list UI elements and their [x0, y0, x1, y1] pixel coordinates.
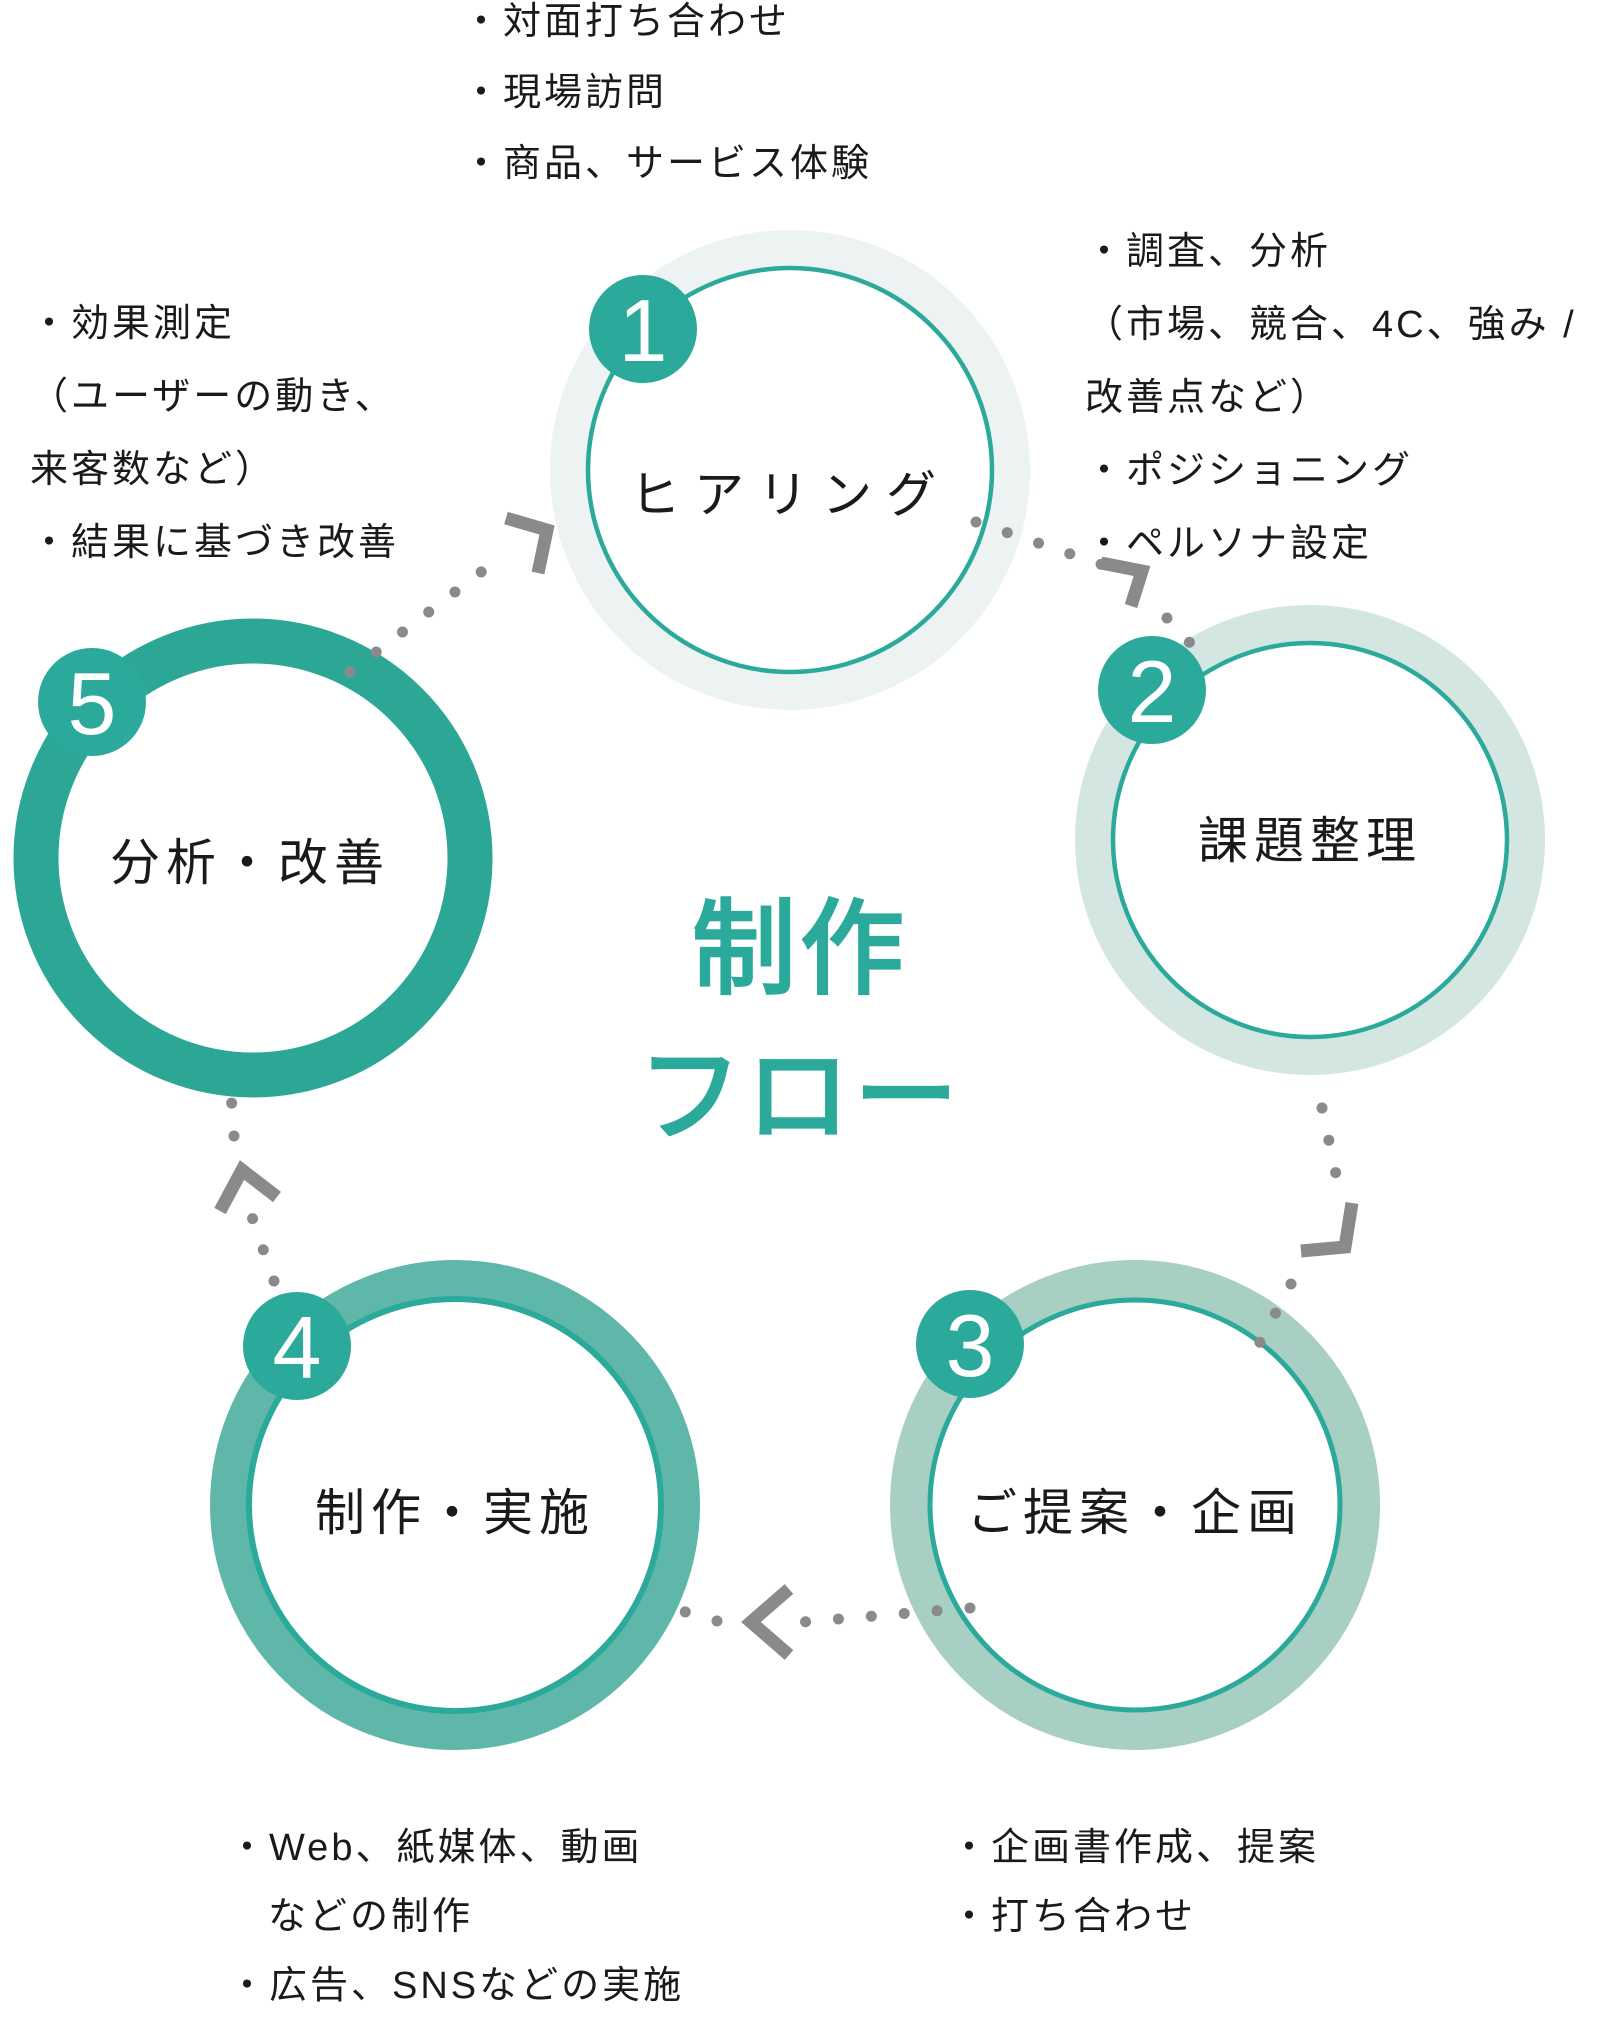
step-2-notes: ・調査、分析 （市場、競合、4C、強み / 改善点など） ・ポジショニング ・ペ…	[1085, 231, 1577, 565]
step-2-badge-circle	[1098, 636, 1206, 744]
step-2-badge: 2	[1098, 636, 1206, 744]
chevron-arrowhead-icon	[1300, 1201, 1359, 1258]
step-4-note-line-2: などの制作	[268, 1896, 473, 1938]
step-4-label: 制作・実施	[315, 1485, 595, 1541]
step-2-label: 課題整理	[1198, 813, 1422, 869]
step-4-badge: 4	[243, 1292, 351, 1400]
step-5-note-line-2: （ユーザーの動き、	[30, 376, 396, 418]
step-5-badge-number: 5	[68, 654, 117, 753]
arrow-2-to-3	[1253, 1102, 1359, 1350]
step-1-note-line-2: ・現場訪問	[462, 72, 667, 114]
diagram-title-line-2: フロー	[638, 1039, 962, 1155]
step-1-note-line-3: ・商品、サービス体験	[462, 143, 872, 185]
step-3-circle	[890, 1260, 1380, 1750]
step-1-badge: 1	[589, 275, 697, 383]
step-1-inner-ring	[585, 265, 995, 675]
diagram-title-line-1: 制作	[692, 892, 908, 1008]
step-2-note-line-4: ・ポジショニング	[1085, 450, 1413, 492]
chevron-arrowhead-icon	[1099, 556, 1151, 608]
diagram-title: 制作 フロー	[638, 892, 962, 1155]
step-2-circle	[1075, 605, 1545, 1075]
step-3-badge: 3	[916, 1290, 1024, 1398]
step-4-circle	[210, 1260, 700, 1750]
step-2-badge-number: 2	[1128, 642, 1177, 741]
step-3-label: ご提案・企画	[967, 1485, 1303, 1541]
step-5-notes: ・効果測定 （ユーザーの動き、 来客数など） ・結果に基づき改善	[30, 303, 399, 564]
chevron-arrowhead-icon	[741, 1584, 794, 1660]
step-5-circle	[13, 618, 493, 1098]
step-4-notes: ・Web、紙媒体、動画 などの制作 ・広告、SNSなどの実施	[228, 1827, 684, 2007]
arrow-4-to-5	[214, 1088, 281, 1287]
step-3-note-line-1: ・企画書作成、提案	[950, 1827, 1319, 1869]
dotted-line	[676, 1605, 723, 1627]
chevron-arrowhead-icon	[214, 1160, 281, 1215]
step-2-note-line-1: ・調査、分析	[1085, 231, 1331, 273]
arrow-1-to-2	[970, 516, 1210, 664]
dotted-line	[344, 547, 512, 678]
chevron-arrowhead-icon	[504, 511, 555, 575]
step-5-note-line-4: ・結果に基づき改善	[30, 522, 399, 564]
step-3-badge-circle	[916, 1290, 1024, 1398]
step-2-ring	[1075, 605, 1545, 1075]
step-2-inner-ring	[1110, 640, 1510, 1040]
step-5-ring	[13, 618, 493, 1098]
step-3-inner-ring	[927, 1297, 1343, 1713]
step-3-ring	[890, 1260, 1380, 1750]
step-5-note-line-3: 来客数など）	[30, 449, 276, 491]
step-4-ring	[210, 1260, 700, 1750]
step-2-note-line-3: 改善点など）	[1085, 377, 1331, 419]
dotted-line	[246, 1211, 280, 1287]
step-4-note-line-3: ・広告、SNSなどの実施	[228, 1965, 684, 2007]
dotted-line	[225, 1088, 240, 1142]
arrow-5-to-1	[344, 511, 555, 678]
step-3-notes: ・企画書作成、提案 ・打ち合わせ	[950, 1827, 1319, 1938]
step-1-note-line-1: ・対面打ち合わせ	[462, 1, 790, 43]
dotted-line	[1253, 1278, 1297, 1350]
step-1-circle	[550, 230, 1030, 710]
step-5-badge-circle	[38, 648, 146, 756]
step-4-note-line-1: ・Web、紙媒体、動画	[228, 1827, 642, 1869]
dotted-line	[796, 1602, 976, 1628]
step-1-badge-circle	[589, 275, 697, 383]
step-4-badge-circle	[243, 1292, 351, 1400]
step-2-note-line-5: ・ペルソナ設定	[1085, 523, 1372, 565]
step-1-label: ヒアリング	[630, 467, 950, 523]
step-4-inner-ring	[246, 1296, 664, 1714]
dotted-line	[1316, 1102, 1347, 1204]
step-4-badge-number: 4	[273, 1298, 322, 1397]
step-2-note-line-2: （市場、競合、4C、強み /	[1085, 304, 1577, 346]
arrow-3-to-4	[676, 1584, 976, 1660]
step-1-notes: ・対面打ち合わせ ・現場訪問 ・商品、サービス体験	[462, 1, 872, 185]
step-1-ring	[550, 230, 1030, 710]
step-5-badge: 5	[38, 648, 146, 756]
step-3-note-line-2: ・打ち合わせ	[950, 1896, 1196, 1938]
step-5-note-line-1: ・効果測定	[30, 303, 235, 345]
step-1-badge-number: 1	[619, 281, 668, 380]
step-3-badge-number: 3	[946, 1296, 995, 1395]
step-5-label: 分析・改善	[110, 835, 390, 891]
